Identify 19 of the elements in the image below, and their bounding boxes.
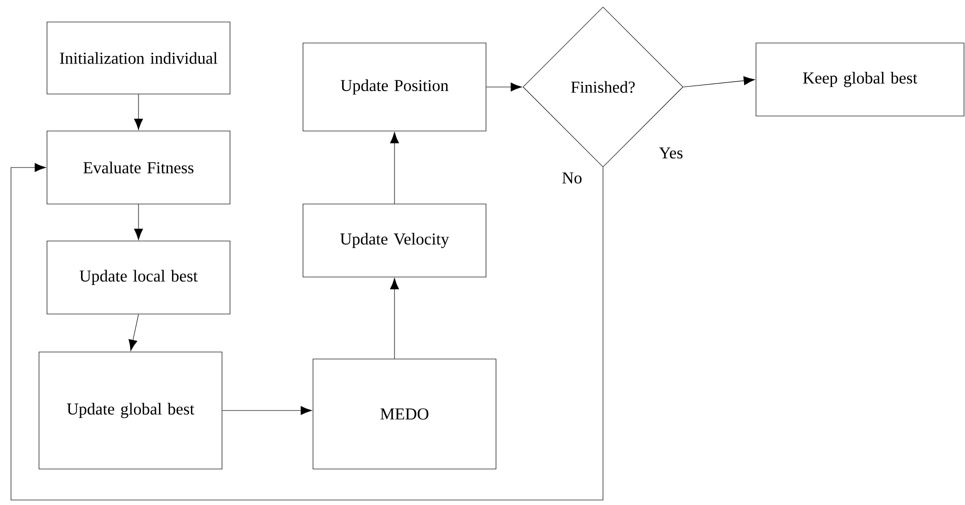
arrow (134, 204, 143, 240)
process-box: Keep global best (756, 42, 964, 116)
arrow (486, 82, 522, 92)
arrow (683, 76, 755, 88)
process-box: Update global best (38, 352, 222, 470)
process-box: Update Position (302, 42, 486, 132)
process-box: Evaluate Fitness (46, 130, 230, 204)
process-box: MEDO (312, 358, 496, 470)
process-box: Initialization individual (46, 22, 230, 94)
process-box: Update Velocity (302, 204, 486, 278)
arrow (134, 94, 143, 130)
edge-label: Yes (658, 146, 684, 160)
arrow (390, 278, 399, 359)
edge-label: No (560, 171, 584, 185)
arrow (10, 163, 604, 500)
arrow (222, 406, 312, 415)
process-box: Update local best (46, 240, 230, 314)
arrow (128, 314, 139, 351)
arrow (390, 132, 399, 204)
